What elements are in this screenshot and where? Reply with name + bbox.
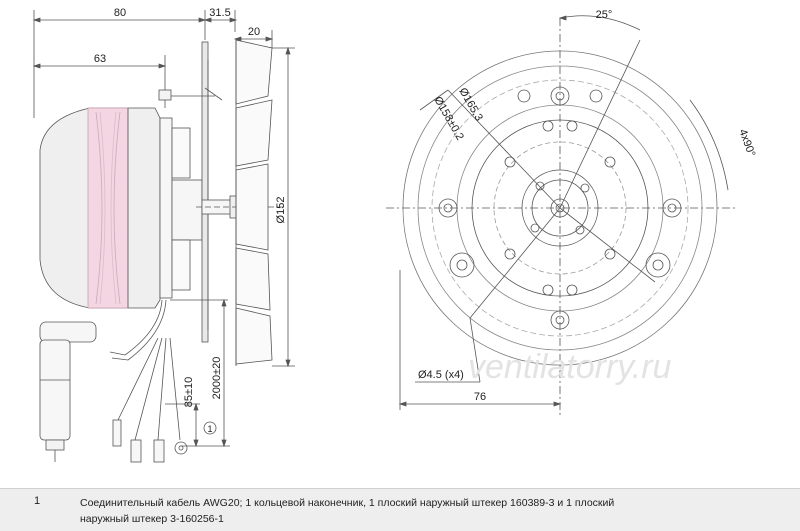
dim-85: 85±10 xyxy=(183,377,195,408)
dim-holes: Ø4.5 (x4) xyxy=(418,369,464,381)
dim-158: Ø158±0.2 xyxy=(431,95,466,143)
note-text: Соединительный кабель AWG20; 1 кольцевой… xyxy=(80,497,615,525)
dim-152: Ø152 xyxy=(275,197,287,224)
mounting-holes xyxy=(438,86,682,330)
callout-1: 1 xyxy=(207,424,212,434)
dim-165-3: Ø165.3 xyxy=(456,86,484,123)
dim-31-5: 31.5 xyxy=(209,7,230,19)
dim-80: 80 xyxy=(114,7,126,19)
note-number: 1 xyxy=(34,495,41,507)
dim-25-deg: 25° xyxy=(596,9,613,21)
side-view xyxy=(32,10,295,463)
watermark: ventilatorry.ru xyxy=(468,348,672,386)
dim-4x90: 4x90° xyxy=(736,128,757,159)
dim-76: 76 xyxy=(474,391,486,403)
dim-2000: 2000±20 xyxy=(211,357,223,400)
dim-63: 63 xyxy=(94,53,106,65)
technical-drawing: ventilatorry.ru 80 31.5 20 63 Ø152 2000±… xyxy=(32,7,757,463)
dim-20: 20 xyxy=(248,26,260,38)
notes-table: 1 Соединительный кабель AWG20; 1 кольцев… xyxy=(0,488,800,531)
front-view xyxy=(386,15,735,415)
